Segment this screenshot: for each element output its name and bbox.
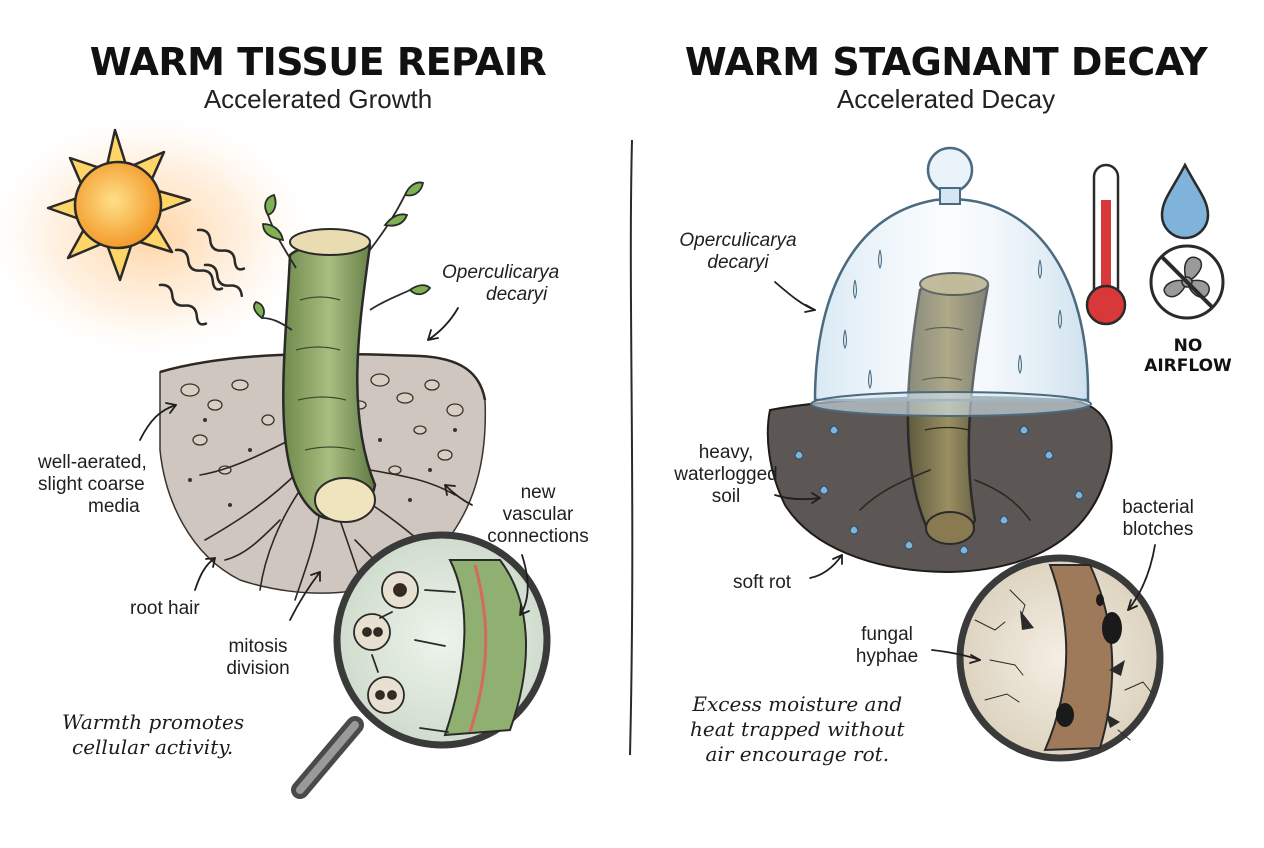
no-airflow-label: NO AIRFLOW — [1144, 336, 1232, 376]
media-line2: slight coarse — [38, 474, 145, 495]
mitosis-line1: mitosis — [228, 636, 288, 657]
right-caption-line2: heat trapped without — [690, 717, 905, 741]
no-airflow-line1: NO — [1173, 336, 1203, 356]
soil-line3: soil — [711, 486, 741, 507]
fungal-line2: hyphae — [855, 646, 919, 667]
right-caption-line3: air encourage rot. — [705, 742, 890, 766]
water-drop-icon — [1160, 162, 1210, 240]
right-species-line2: decaryi — [707, 252, 769, 273]
pointer-arrows-right — [774, 281, 1156, 664]
vascular-line1: new — [520, 482, 556, 503]
fungal-label: fungal hyphae — [856, 624, 918, 668]
left-species-line1: Operculicarya — [442, 262, 560, 283]
left-title: WARM TISSUE REPAIR — [89, 40, 547, 84]
right-caption: Excess moisture and heat trapped without… — [690, 692, 905, 767]
pointer-arrows-left — [139, 307, 530, 621]
thermometer-icon — [1085, 163, 1127, 326]
left-caption-line2: cellular activity. — [72, 735, 234, 759]
cell-icon — [353, 571, 419, 714]
right-subtitle: Accelerated Decay — [836, 84, 1056, 114]
fungal-line1: fungal — [861, 624, 913, 645]
left-caption-line1: Warmth promotes — [62, 710, 245, 734]
bacterial-label: bacterial blotches — [1122, 497, 1194, 541]
soil-line1: heavy, — [698, 442, 754, 463]
left-subtitle: Accelerated Growth — [203, 84, 433, 114]
vascular-line3: connections — [487, 526, 589, 547]
magnifier-icon — [956, 554, 1164, 762]
glass-dome-icon — [810, 146, 1092, 417]
media-line3: media — [88, 496, 140, 517]
soil-line2: waterlogged — [674, 464, 778, 485]
sun-icon — [46, 128, 192, 282]
mitosis-label: mitosis division — [226, 636, 289, 680]
left-caption: Warmth promotes cellular activity. — [62, 710, 244, 760]
right-species-line1: Operculicarya — [679, 230, 797, 251]
right-species-label: Operculicarya decaryi — [679, 230, 796, 274]
vascular-label: new vascular connections — [487, 482, 588, 548]
soft-rot-label: soft rot — [733, 572, 792, 593]
right-title: WARM STAGNANT DECAY — [684, 40, 1208, 84]
magnifier-icon — [291, 531, 551, 799]
heat-wave-icon — [158, 228, 246, 326]
soil-label: heavy, waterlogged soil — [674, 442, 778, 508]
bacterial-line2: blotches — [1122, 519, 1194, 540]
left-species-line2: decaryi — [486, 284, 548, 305]
no-airflow-line2: AIRFLOW — [1144, 356, 1232, 376]
leaf-icon — [253, 181, 432, 331]
bacterial-line1: bacterial — [1122, 497, 1194, 518]
media-line1: well-aerated, — [38, 452, 147, 473]
media-label: well-aerated, slight coarse media — [38, 452, 147, 518]
root-hair-label: root hair — [130, 598, 200, 619]
panel-divider — [629, 139, 634, 756]
left-species-label: Operculicarya decaryi — [442, 262, 559, 306]
mitosis-line2: division — [226, 658, 290, 679]
right-caption-line1: Excess moisture and — [692, 692, 903, 716]
vascular-line2: vascular — [502, 504, 574, 525]
cutting-icon — [282, 228, 377, 523]
no-fan-icon — [1149, 244, 1225, 320]
